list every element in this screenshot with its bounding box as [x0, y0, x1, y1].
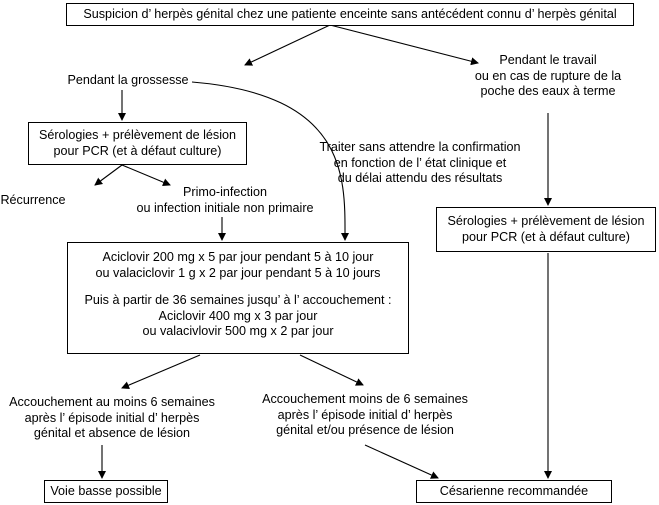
- arrow-top-to-labor: [329, 24, 479, 66]
- treat-note-line-2: en fonction de l’ état clinique et: [333, 155, 507, 170]
- labor-label: Pendant le travail ou en cas de rupture …: [462, 53, 634, 100]
- serology-box-right: Sérologies + prélèvement de lésion pour …: [436, 207, 656, 252]
- treatment-box: Aciclovir 200 mg x 5 par jour pendant 5 …: [67, 242, 409, 354]
- pregnancy-label: Pendant la grossesse: [67, 73, 189, 87]
- arrow-top-to-pregnancy: [244, 24, 331, 66]
- treatment-line-1: Aciclovir 200 mg x 5 par jour pendant 5 …: [102, 250, 374, 264]
- serology-left-line-2: pour PCR (et à défaut culture): [53, 143, 222, 158]
- serology-right-line-1: Sérologies + prélèvement de lésion: [447, 214, 645, 228]
- cesarean-box: Césarienne recommandée: [416, 480, 612, 503]
- primo-line-2: ou infection initiale non primaire: [136, 200, 314, 215]
- delivery-6plus-line-3: génital et absence de lésion: [33, 426, 191, 440]
- arrow-serology-to-recurrence: [94, 164, 123, 186]
- treatment-line-5: ou valacivlovir 500 mg x 2 par jour: [142, 324, 334, 338]
- primo-line-1: Primo-infection: [183, 185, 267, 199]
- serology-right-line-2: pour PCR (et à défaut culture): [462, 229, 630, 244]
- arrow-pregnancy-to-treatment: [191, 81, 350, 241]
- delivery-6less-line-1: Accouchement moins de 6 semaines: [262, 392, 468, 406]
- delivery-6less-line-3: génital et/ou présence de lésion: [276, 423, 454, 437]
- top-suspicion-box: Suspicion d’ herpès génital chez une pat…: [66, 3, 634, 26]
- delivery-6less-line-2: après l’ épisode initial d’ herpès: [277, 407, 453, 422]
- delivery-6plus-line-2: après l’ épisode initial d’ herpès: [24, 410, 200, 425]
- arrow-treatment-to-6less: [299, 354, 364, 386]
- arrow-treatment-to-6plus: [121, 354, 201, 389]
- vaginal-delivery-box: Voie basse possible: [44, 480, 168, 503]
- serology-left-line-1: Sérologies + prélèvement de lésion: [38, 128, 237, 142]
- treat-note-line-1: Traiter sans attendre la confirmation: [319, 140, 521, 154]
- top-suspicion-text: Suspicion d’ herpès génital chez une pat…: [83, 7, 617, 21]
- serology-box-left: Sérologies + prélèvement de lésion pour …: [28, 122, 247, 165]
- treat-note: Traiter sans attendre la confirmation en…: [304, 140, 536, 187]
- labor-line-2: ou en cas de rupture de la: [474, 68, 622, 83]
- delivery-6plus-line-1: Accouchement au moins 6 semaines: [9, 395, 215, 409]
- treat-note-line-3: du délai attendu des résultats: [337, 171, 503, 185]
- recurrence-label: Récurrence: [0, 193, 66, 207]
- labor-line-1: Pendant le travail: [499, 53, 597, 67]
- primo-infection-label: Primo-infection ou infection initiale no…: [125, 185, 325, 216]
- delivery-6plus-label: Accouchement au moins 6 semaines après l…: [0, 395, 224, 442]
- delivery-6less-label: Accouchement moins de 6 semaines après l…: [253, 392, 477, 439]
- arrow-serology-to-primo: [121, 164, 171, 186]
- treatment-line-2: ou valaciclovir 1 g x 2 par jour pendant…: [95, 265, 381, 280]
- arrow-6less-to-cesarean: [364, 444, 439, 479]
- labor-line-3: poche des eaux à terme: [480, 84, 616, 98]
- treatment-line-4: Aciclovir 400 mg x 3 par jour: [158, 308, 318, 323]
- treatment-line-3: Puis à partir de 36 semaines jusqu’ à l’…: [84, 293, 392, 307]
